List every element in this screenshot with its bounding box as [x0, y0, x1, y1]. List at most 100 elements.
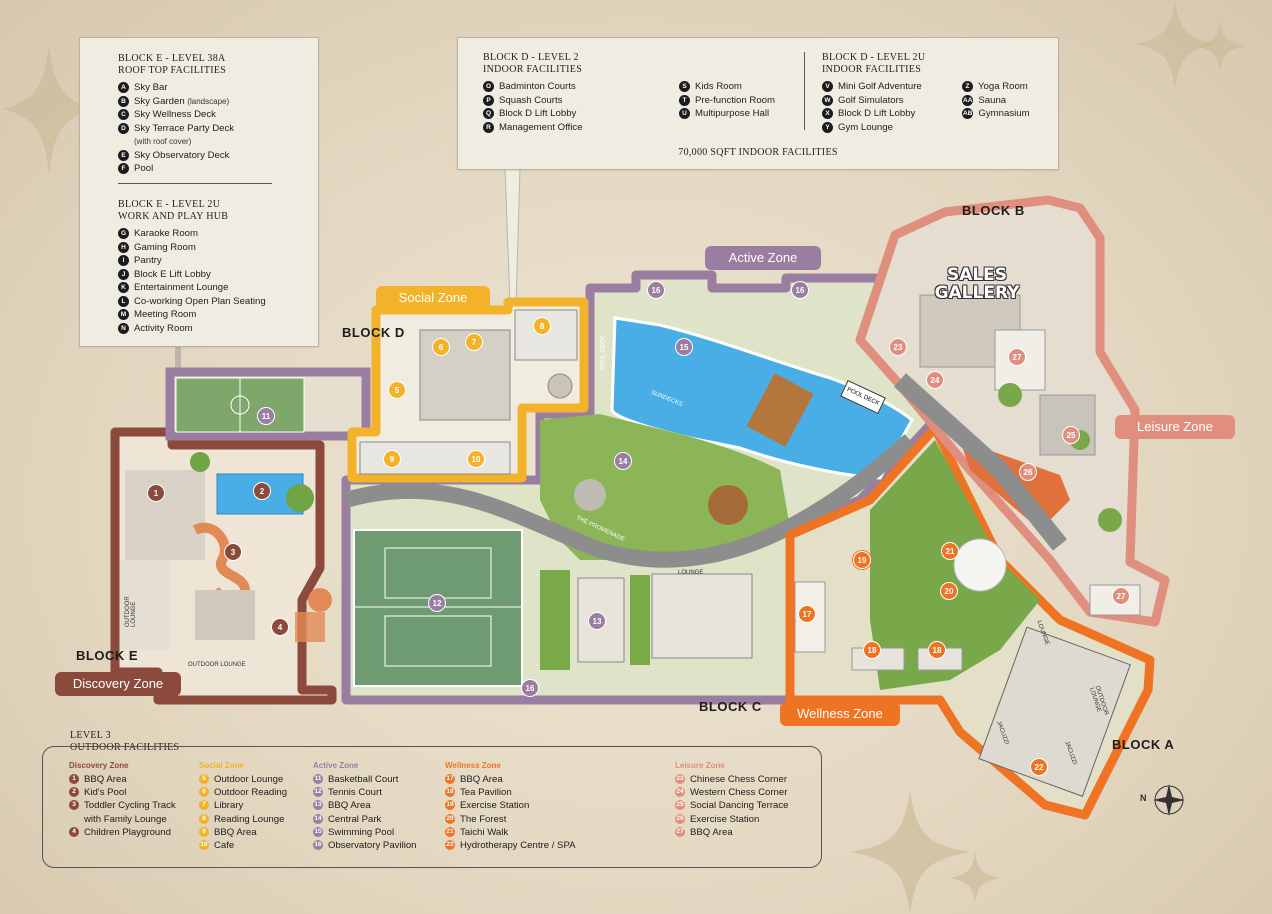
facility-marker-20: 20 [940, 582, 958, 600]
facility-marker-label: 13 [593, 617, 602, 626]
facility-name: Management Office [499, 121, 583, 133]
legend-number-badge: 19 [445, 800, 455, 811]
facility-note: (with roof cover) [134, 137, 192, 146]
legend-item-label: BBQ Area [214, 826, 257, 838]
facility-marker-25: 25 [1062, 426, 1080, 444]
facility-item: F Pool [118, 162, 234, 176]
facility-name: Pool [134, 163, 154, 174]
block-a-label: BLOCK A [1112, 737, 1175, 752]
facility-code-badge: D [118, 122, 129, 134]
facility-marker-13: 13 [588, 612, 606, 630]
facility-marker-7: 7 [465, 333, 483, 351]
legend-number-badge: 27 [675, 826, 685, 837]
facility-name: Pre-function Room [695, 94, 775, 106]
facility-code-badge: C [118, 109, 129, 120]
facility-marker-label: 19 [858, 556, 867, 565]
panel-subtitle: INDOOR FACILITIES [822, 64, 922, 75]
legend-item-label: Taichi Walk [460, 826, 509, 838]
facility-marker-label: 11 [262, 412, 271, 421]
legend-number-badge: 23 [675, 774, 685, 784]
legend-number-badge: 11 [313, 774, 323, 784]
legend-group-title: Social Zone [199, 761, 244, 770]
facility-marker-3: 3 [224, 543, 242, 561]
discovery-zone-tag: Discovery Zone [55, 672, 181, 696]
legend-number-badge: 9 [199, 826, 209, 837]
facility-label: Karaoke Room [134, 227, 198, 241]
facility-code-badge: Z [962, 81, 973, 92]
facility-code-badge: B [118, 95, 129, 107]
facility-marker-12: 12 [428, 594, 446, 612]
facility-code-badge: E [118, 149, 129, 161]
facility-name: Co-working Open Plan Seating [134, 295, 266, 307]
legend-number-badge: 24 [675, 787, 685, 798]
facility-label: Sky Wellness Deck [134, 108, 216, 122]
facility-marker-label: 16 [526, 684, 535, 693]
facility-label: Block D Lift Lobby [838, 107, 915, 121]
facility-marker-16: 16 [791, 281, 809, 299]
legend-item-label: Tea Pavilion [460, 787, 512, 799]
facility-marker-16: 16 [647, 281, 665, 299]
facility-label: Mini Golf Adventure [838, 80, 922, 94]
facility-item: Z Yoga Room [962, 80, 1030, 94]
facility-marker-label: 2 [260, 487, 265, 496]
legend-item: 9 BBQ Area [199, 826, 309, 839]
facility-marker-8: 8 [533, 317, 551, 335]
legend-item-label: Central Park [328, 813, 382, 825]
compass-icon [1153, 784, 1185, 816]
facility-code-badge: A [118, 82, 129, 93]
legend-number-badge: 10 [199, 840, 209, 851]
legend-number-badge: 4 [69, 826, 79, 837]
panel-title: BLOCK D - LEVEL 2 [483, 52, 579, 63]
facility-marker-label: 26 [1024, 468, 1033, 477]
block-b-label: BLOCK B [962, 203, 1025, 218]
legend-number-badge: 16 [313, 840, 323, 851]
legend-item-label: BBQ Area [460, 774, 503, 785]
legend-item-label: Exercise Station [690, 813, 760, 825]
facility-label: Sauna [978, 94, 1006, 108]
facility-marker-14: 14 [614, 452, 632, 470]
panel-title: BLOCK E - LEVEL 38A [118, 53, 226, 64]
legend-item-label: Kid's Pool [84, 787, 127, 799]
facility-code-badge: F [118, 163, 129, 174]
legend-number-badge: 15 [313, 826, 323, 837]
legend-group-title: Discovery Zone [69, 761, 129, 770]
facility-marker-16: 16 [521, 679, 539, 697]
facility-name: Yoga Room [978, 81, 1028, 92]
facility-label: Pool [134, 162, 153, 176]
facility-code-badge: AA [962, 94, 974, 106]
legend-item-label: Social Dancing Terrace [690, 800, 789, 812]
pool-deck-side-label: POOL DECK [600, 335, 607, 371]
facility-item: C Sky Wellness Deck [118, 108, 234, 122]
facility-marker-1: 1 [147, 484, 165, 502]
facility-name: Kids Room [695, 81, 742, 92]
facility-code-badge: L [118, 295, 129, 307]
facility-code-badge: O [483, 81, 494, 92]
